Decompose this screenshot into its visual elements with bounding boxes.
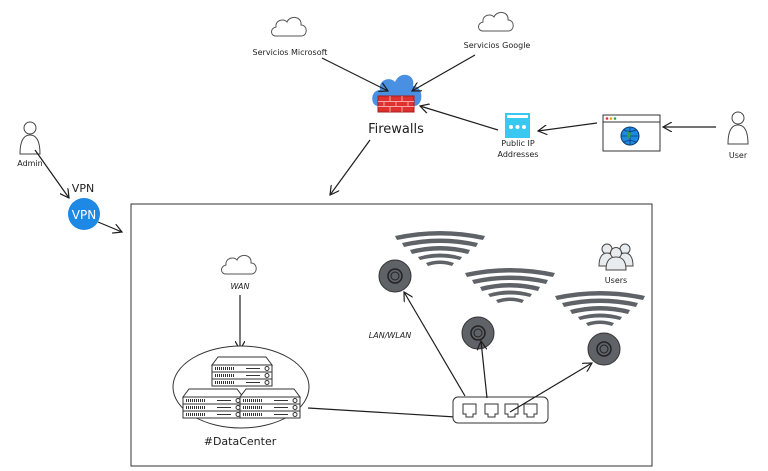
access-point-icon: [378, 259, 412, 293]
browser-globe-icon: [602, 114, 661, 152]
wifi-signal-icon: [395, 231, 485, 266]
users-group-icon: [598, 243, 634, 271]
arrow-vpn-datacenter: [97, 221, 122, 232]
users-label: Users: [605, 276, 627, 285]
arrow-switch-ap1: [404, 292, 466, 397]
access-point-icon: [587, 332, 621, 366]
public-ip-label-1: Public IP: [501, 139, 535, 148]
access-point-icon: [461, 316, 495, 350]
arrow-publicip-firewall: [420, 106, 499, 131]
wan-cloud-icon: [221, 254, 257, 275]
arrow-microsoft-firewall: [321, 57, 388, 91]
vpn-label: VPN: [72, 182, 94, 195]
microsoft-label: Servicios Microsoft: [253, 48, 328, 57]
arrow-switch-ap2: [481, 341, 488, 399]
user-icon: [727, 111, 749, 145]
arrow-firewall-datacenter: [330, 139, 371, 195]
wifi-signal-icon: [555, 291, 645, 326]
switch-icon: [452, 396, 549, 424]
lan-label: LAN/WLAN: [369, 331, 411, 340]
arrow-switch-ap3: [509, 363, 592, 413]
wan-label: WAN: [231, 282, 250, 291]
vpn-icon: [68, 198, 100, 230]
admin-icon: [19, 121, 41, 155]
firewalls-label: Firewalls: [368, 122, 424, 137]
arrow-admin-vpn: [34, 149, 69, 198]
arrow-browser-publicip: [538, 122, 598, 131]
public-ip-label-2: Addresses: [498, 150, 539, 159]
admin-label: Admin: [17, 159, 43, 168]
arrow-datacenter-switch: [307, 407, 472, 418]
user-label: User: [729, 151, 748, 160]
arrow-google-firewall: [412, 54, 476, 91]
network-boundary: [130, 203, 653, 467]
google-label: Servicios Google: [464, 41, 531, 50]
wifi-signal-icon: [465, 268, 555, 303]
datacenter-servers-icon: [172, 345, 310, 429]
public-ip-icon: [505, 113, 530, 138]
microsoft-cloud-icon: [271, 16, 307, 37]
firewall-icon: [372, 74, 422, 113]
datacenter-label: #DataCenter: [204, 435, 277, 448]
google-cloud-icon: [478, 11, 514, 32]
vpn-badge-text: VPN: [72, 208, 96, 222]
